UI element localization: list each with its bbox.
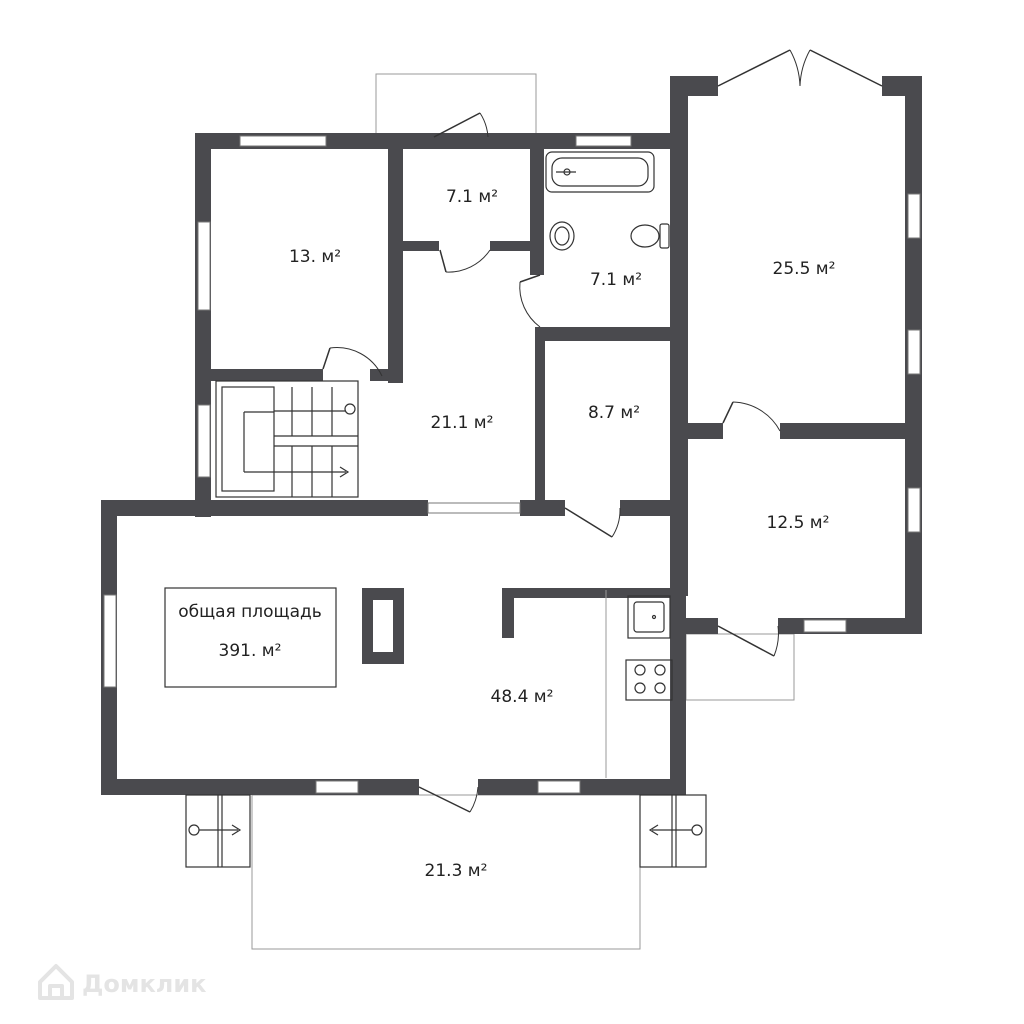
room-area-label: 21.1 м² (431, 413, 494, 433)
room-area-label: 8.7 м² (588, 403, 640, 423)
total-area-value: 391. м² (219, 641, 282, 661)
room-area-label: 13. м² (289, 247, 341, 267)
kitchen-fixtures (605, 590, 673, 778)
total-area-box: общая площадь 391. м² (164, 587, 337, 688)
doors (322, 49, 883, 813)
staircase (215, 380, 359, 498)
exterior-steps (185, 794, 707, 868)
room-area-label: 48.4 м² (491, 687, 554, 707)
room-area-label: 21.3 м² (425, 861, 488, 881)
watermark: Домклик (38, 964, 206, 1000)
room-area-label: 7.1 м² (446, 187, 498, 207)
room-area-label: 12.5 м² (767, 513, 830, 533)
room-area-label: 7.1 м² (590, 270, 642, 290)
house-logo-icon (38, 964, 74, 1000)
windows (103, 135, 921, 794)
bathroom-fixtures (545, 151, 670, 251)
total-area-label: общая площадь (178, 602, 322, 622)
room-area-label: 25.5 м² (773, 259, 836, 279)
room-labels: 13. м² 7.1 м² 7.1 м² 25.5 м² 21.1 м² 8.7… (289, 187, 836, 881)
watermark-brand: Домклик (82, 970, 206, 998)
